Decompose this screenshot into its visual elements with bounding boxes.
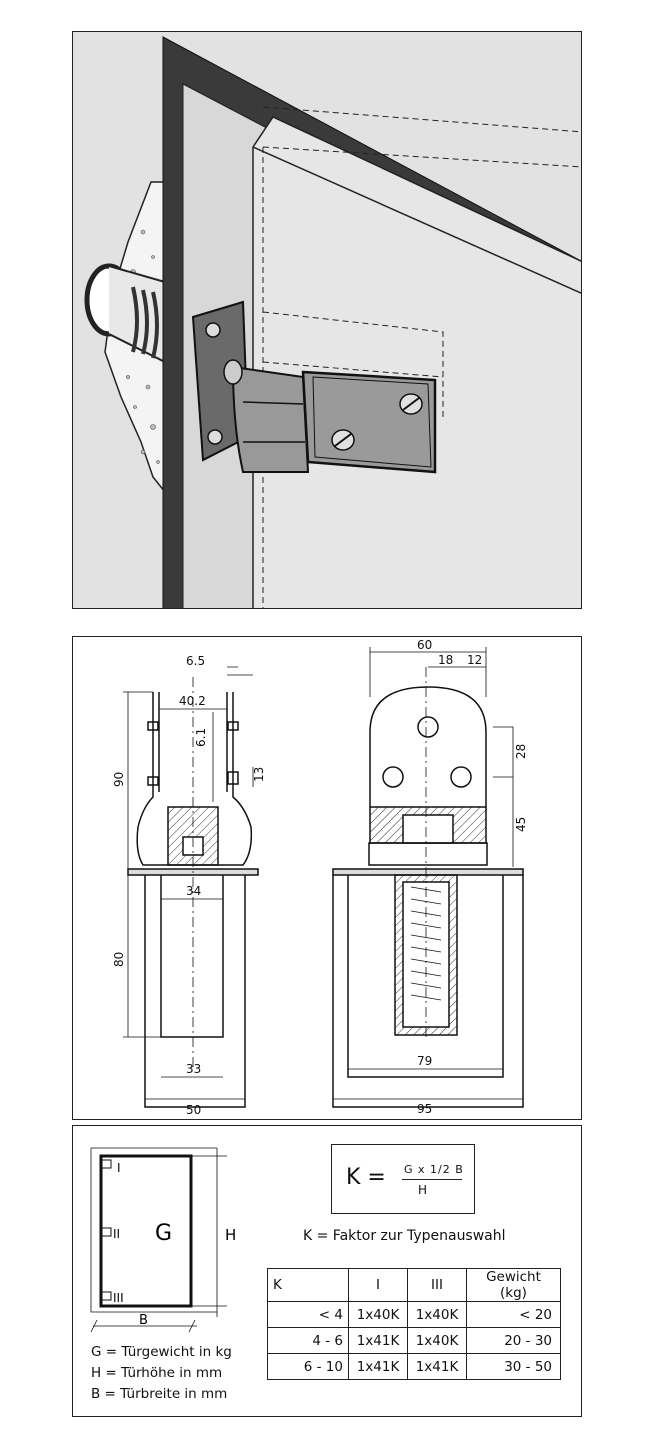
fraction-bar — [402, 1179, 462, 1180]
dim-95: 95 — [417, 1102, 432, 1116]
dim-6-1: 6.1 — [194, 728, 208, 747]
legend-width: B = Türbreite in mm — [91, 1386, 228, 1402]
door-height-label: H — [225, 1226, 236, 1244]
cell-k: < 4 — [267, 1301, 349, 1328]
hinge-illustration-panel — [72, 31, 582, 609]
front-view-dimension-lines — [333, 647, 523, 1100]
dim-40-2: 40.2 — [179, 694, 206, 708]
table-row: 6 - 10 1x41K 1x41K 30 - 50 — [267, 1353, 561, 1380]
dim-13: 13 — [252, 767, 266, 782]
type-selection-table: K I III Gewicht (kg) < 4 1x40K 1x40K < 2… — [267, 1268, 561, 1380]
door-schematic: I II III G H B — [90, 1147, 236, 1333]
header-k: K — [267, 1268, 349, 1302]
cell-iii: 1x41K — [407, 1353, 467, 1380]
door-width-label: B — [139, 1313, 148, 1328]
cell-k: 4 - 6 — [267, 1327, 349, 1354]
side-view-dimension-lines — [123, 666, 254, 1100]
door-panel — [252, 116, 581, 608]
header-iii: III — [407, 1268, 467, 1302]
header-i: I — [348, 1268, 408, 1302]
table-header-row: K I III Gewicht (kg) — [267, 1268, 561, 1302]
side-view — [127, 677, 259, 1108]
technical-drawing-panel: 6.5 40.2 6.1 13 90 34 80 33 50 — [72, 636, 582, 1120]
dim-50: 50 — [186, 1103, 201, 1117]
dim-18: 18 — [438, 653, 453, 667]
hinge-label-2: II — [113, 1227, 120, 1241]
dim-60: 60 — [417, 638, 432, 652]
cell-weight: 30 - 50 — [466, 1353, 561, 1380]
hinge-label-3: III — [113, 1291, 124, 1305]
dim-6-5: 6.5 — [186, 654, 205, 668]
cell-i: 1x40K — [348, 1301, 408, 1328]
cell-k: 6 - 10 — [267, 1353, 349, 1380]
table-row: < 4 1x40K 1x40K < 20 — [267, 1301, 561, 1328]
dim-12: 12 — [467, 653, 482, 667]
door-weight-label: G — [155, 1221, 172, 1246]
cell-i: 1x41K — [348, 1327, 408, 1354]
cell-iii: 1x40K — [407, 1301, 467, 1328]
formula-numerator: G x 1/2 B — [404, 1163, 464, 1176]
front-view — [332, 667, 524, 1108]
formula-caption: K = Faktor zur Typenauswahl — [303, 1228, 506, 1244]
dim-45: 45 — [514, 817, 528, 832]
legend-height: H = Türhöhe in mm — [91, 1365, 223, 1381]
cell-weight: < 20 — [466, 1301, 561, 1328]
header-weight: Gewicht (kg) — [466, 1268, 561, 1302]
dim-79: 79 — [417, 1054, 432, 1068]
formula-k: K = — [346, 1165, 386, 1190]
formula-denominator: H — [418, 1183, 428, 1197]
hinge-label-1: I — [117, 1161, 121, 1175]
cell-i: 1x41K — [348, 1353, 408, 1380]
dim-33: 33 — [186, 1062, 201, 1076]
table-row: 4 - 6 1x41K 1x40K 20 - 30 — [267, 1327, 561, 1354]
hinge-illustration — [84, 36, 581, 608]
k-formula-box: K = G x 1/2 B H — [331, 1144, 475, 1214]
cell-weight: 20 - 30 — [466, 1327, 561, 1354]
technical-drawing: 6.5 40.2 6.1 13 90 34 80 33 50 — [112, 638, 528, 1117]
legend-weight: G = Türgewicht in kg — [91, 1344, 232, 1360]
dim-34: 34 — [186, 884, 201, 898]
cell-iii: 1x40K — [407, 1327, 467, 1354]
hinge-door-leaf — [301, 370, 437, 474]
dim-28: 28 — [514, 744, 528, 759]
type-selection-panel: I II III G H B K = G x 1/2 B H K = Fakto… — [72, 1125, 582, 1417]
hinge-knuckle — [231, 365, 310, 473]
dim-90: 90 — [112, 772, 126, 787]
dim-80: 80 — [112, 952, 126, 967]
